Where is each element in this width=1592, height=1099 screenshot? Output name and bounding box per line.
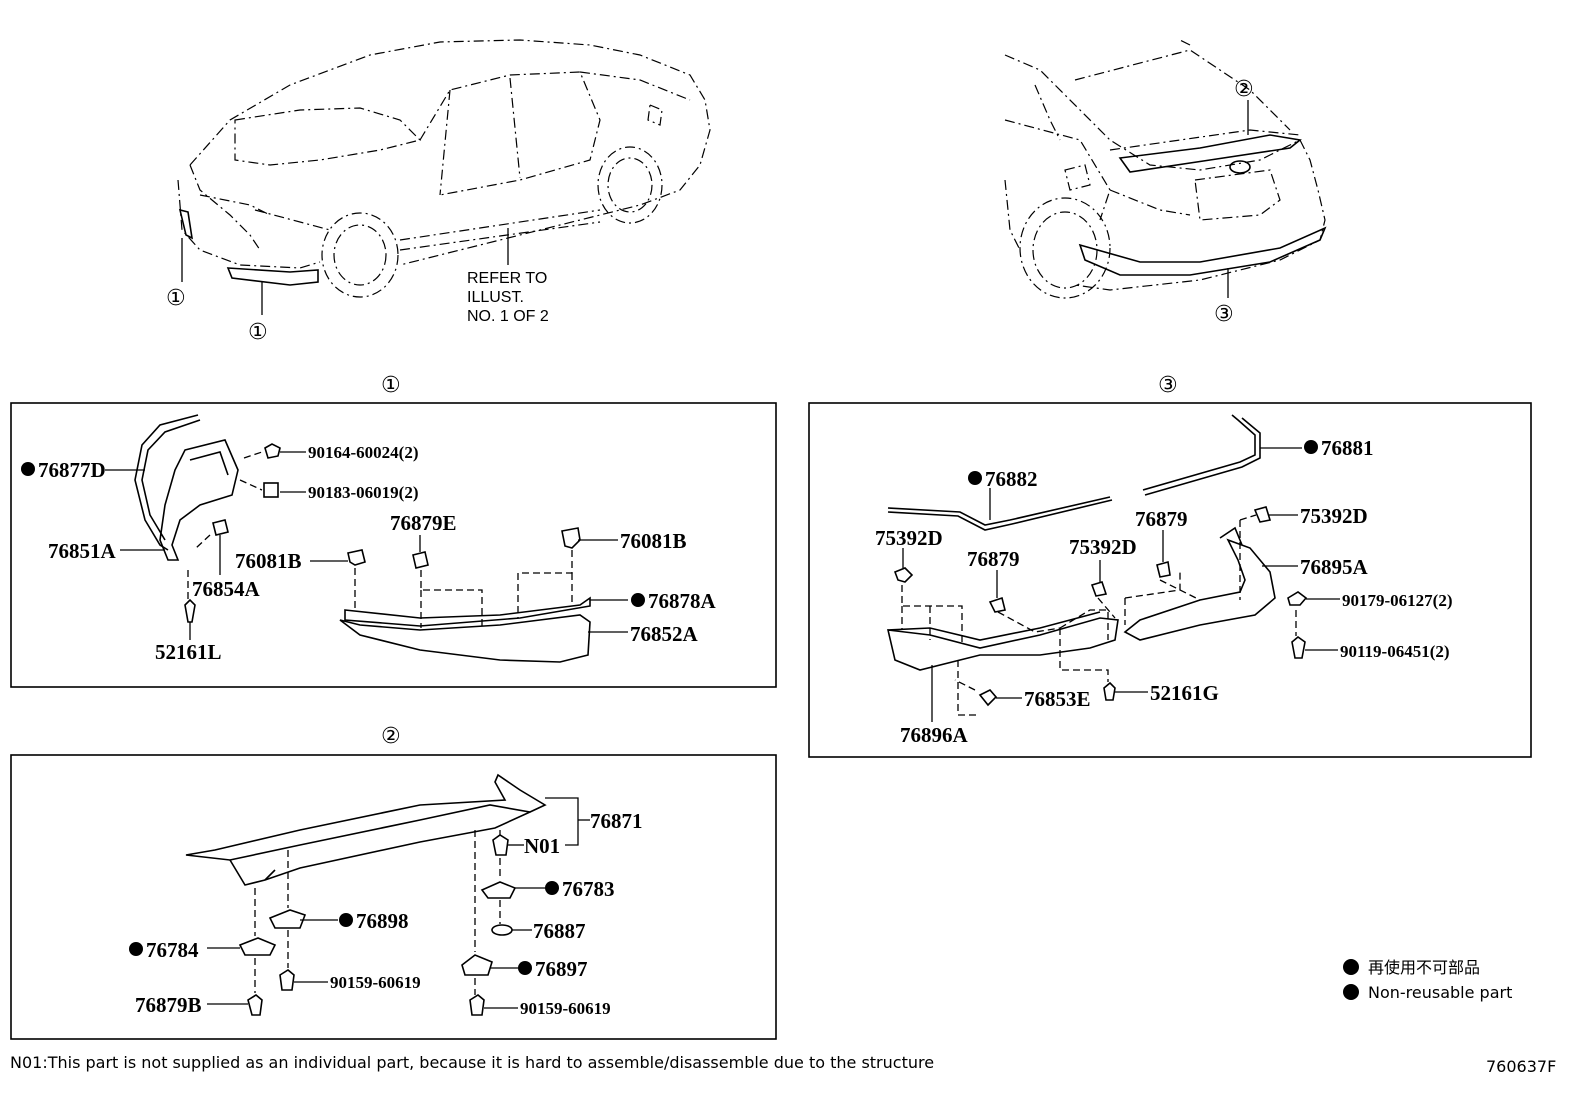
- panel-2-frame: [10, 754, 777, 1040]
- callout-3-car: ③: [1214, 302, 1234, 327]
- part-75392D-mid[interactable]: 75392D: [1069, 535, 1137, 559]
- rear-car-illustration: [1004, 39, 1327, 299]
- legend-english: Non-reusable part: [1368, 983, 1512, 1002]
- part-N01[interactable]: N01: [524, 834, 560, 858]
- part-76852A[interactable]: 76852A: [630, 622, 699, 646]
- part-76871[interactable]: 76871: [590, 809, 643, 833]
- part-90159-60619-right[interactable]: 90159-60619: [520, 999, 611, 1018]
- part-76851A[interactable]: 76851A: [48, 539, 117, 563]
- non-reusable-dot: [339, 913, 353, 927]
- part-76881[interactable]: 76881: [1321, 436, 1374, 460]
- panel-1-parts: [105, 414, 628, 663]
- part-76879-right[interactable]: 76879: [1135, 507, 1188, 531]
- callout-1-left: ①: [166, 286, 186, 311]
- legend-dot-jp: [1343, 959, 1359, 975]
- non-reusable-dot: [21, 462, 35, 476]
- panel-2-parts: [185, 773, 590, 1016]
- part-76878A[interactable]: 76878A: [648, 589, 717, 613]
- part-76081B-left[interactable]: 76081B: [235, 549, 302, 573]
- refer-note-line1: REFER TO: [467, 270, 547, 287]
- non-reusable-dot: [1304, 440, 1318, 454]
- refer-note-line2: ILLUST.: [467, 289, 524, 306]
- panel-2-title: ②: [381, 724, 401, 749]
- part-76897[interactable]: 76897: [535, 957, 588, 981]
- part-76898[interactable]: 76898: [356, 909, 409, 933]
- footnote-n01: N01:This part is not supplied as an indi…: [10, 1053, 934, 1072]
- part-76887[interactable]: 76887: [533, 919, 586, 943]
- part-52161L[interactable]: 52161L: [155, 640, 222, 664]
- part-76853E[interactable]: 76853E: [1024, 687, 1091, 711]
- front-car-illustration: [177, 39, 711, 315]
- non-reusable-dot: [968, 471, 982, 485]
- legend-japanese: 再使用不可部品: [1368, 958, 1480, 977]
- panel-3-title: ③: [1158, 373, 1178, 398]
- callout-2-car: ②: [1234, 77, 1254, 102]
- part-76896A[interactable]: 76896A: [900, 723, 969, 747]
- part-90119-06451[interactable]: 90119-06451(2): [1340, 642, 1450, 661]
- panel-1-title: ①: [381, 373, 401, 398]
- part-90159-60619-left[interactable]: 90159-60619: [330, 973, 421, 992]
- legend-dot-en: [1343, 984, 1359, 1000]
- refer-note-line3: NO. 1 OF 2: [467, 308, 549, 325]
- non-reusable-dot: [129, 942, 143, 956]
- part-75392D-left[interactable]: 75392D: [875, 526, 943, 550]
- callout-1-right: ①: [248, 320, 268, 345]
- part-76879B[interactable]: 76879B: [135, 993, 202, 1017]
- part-76877D[interactable]: 76877D: [38, 458, 106, 482]
- part-76895A[interactable]: 76895A: [1300, 555, 1369, 579]
- part-76784[interactable]: 76784: [146, 938, 199, 962]
- part-76783[interactable]: 76783: [562, 877, 615, 901]
- panel-1-frame: [10, 402, 777, 688]
- panel-3-parts: [886, 414, 1340, 722]
- non-reusable-dot: [545, 881, 559, 895]
- part-52161G[interactable]: 52161G: [1150, 681, 1219, 705]
- part-90164-60024[interactable]: 90164-60024(2): [308, 443, 418, 462]
- figure-id: 760637F: [1486, 1057, 1556, 1076]
- part-76882[interactable]: 76882: [985, 467, 1038, 491]
- part-76854A[interactable]: 76854A: [192, 577, 261, 601]
- non-reusable-dot: [631, 593, 645, 607]
- part-76879E[interactable]: 76879E: [390, 511, 457, 535]
- non-reusable-dot: [518, 961, 532, 975]
- part-75392D-right[interactable]: 75392D: [1300, 504, 1368, 528]
- part-90179-06127[interactable]: 90179-06127(2): [1342, 591, 1452, 610]
- part-90183-06019[interactable]: 90183-06019(2): [308, 483, 418, 502]
- part-76879-left[interactable]: 76879: [967, 547, 1020, 571]
- part-76081B-right[interactable]: 76081B: [620, 529, 687, 553]
- panel-3-frame: [808, 402, 1532, 758]
